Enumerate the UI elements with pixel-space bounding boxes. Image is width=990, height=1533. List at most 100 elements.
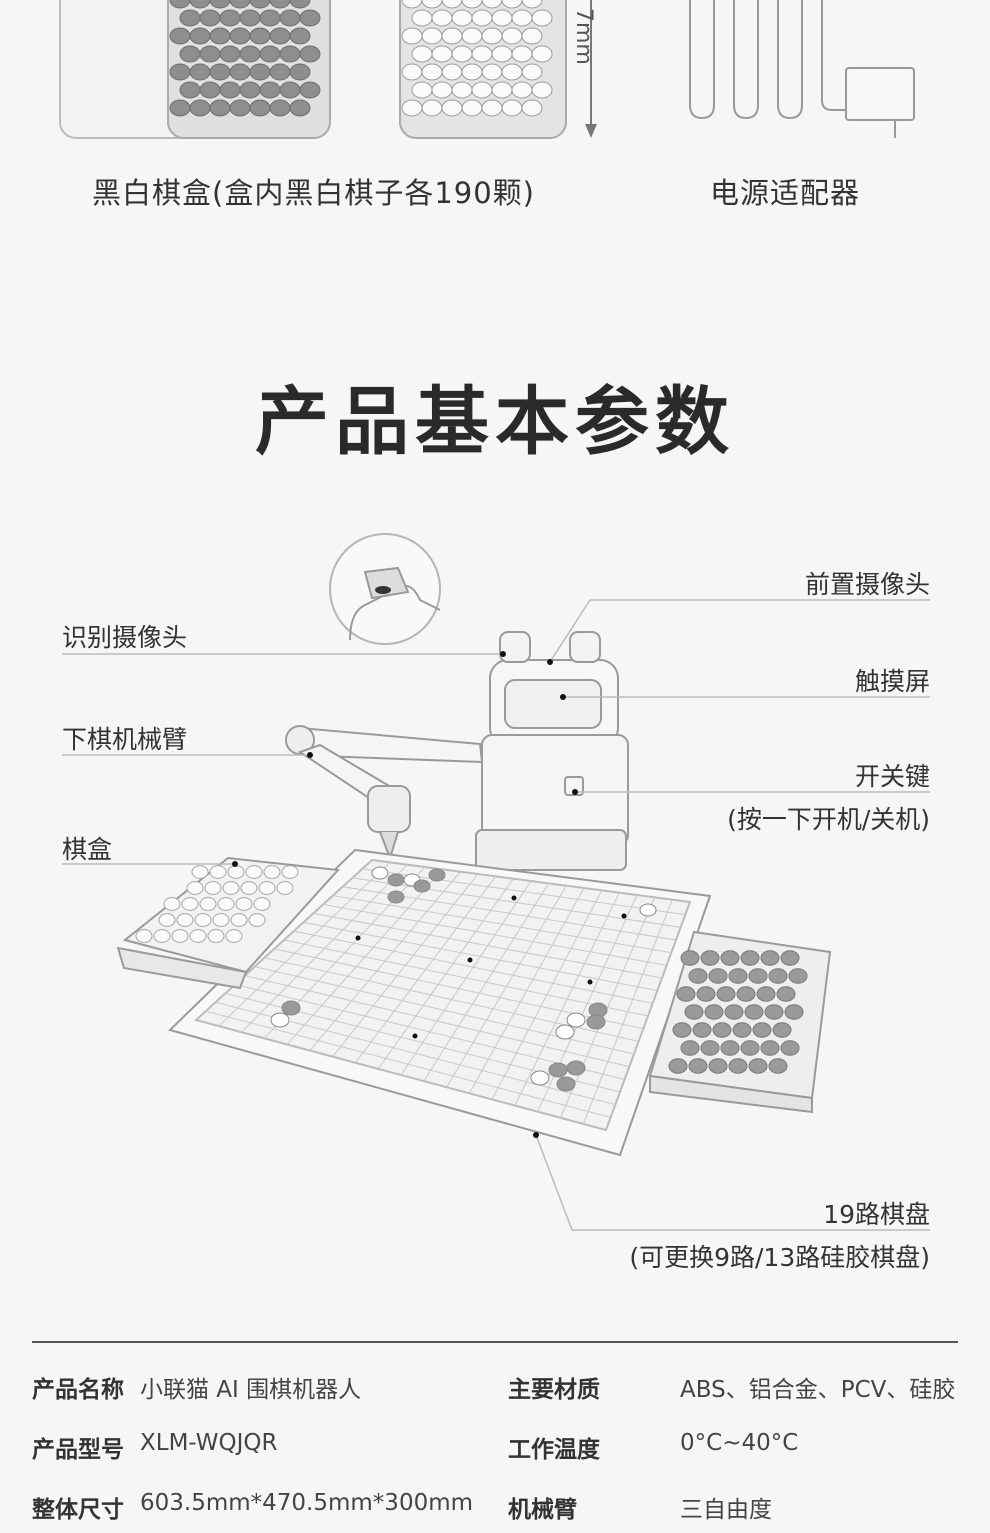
- stone: [776, 986, 796, 1002]
- stone: [299, 9, 321, 27]
- stone: [239, 81, 261, 99]
- spec-value-size: 603.5mm*470.5mm*300mm: [140, 1490, 474, 1516]
- stone: [451, 45, 473, 63]
- stone: [481, 27, 503, 45]
- stone: [688, 1058, 708, 1074]
- stone: [431, 81, 453, 99]
- stone: [461, 27, 483, 45]
- stone: [189, 929, 207, 943]
- power-adapter-image: [689, 0, 915, 138]
- stone: [153, 929, 171, 943]
- stone: [680, 1040, 700, 1056]
- stone: [217, 897, 235, 911]
- spec-key-model: 产品型号: [32, 1437, 124, 1463]
- stone: [521, 63, 543, 81]
- stone: [258, 881, 276, 895]
- stone: [421, 0, 443, 9]
- stone: [531, 45, 553, 63]
- stone: [481, 63, 503, 81]
- stone: [471, 45, 493, 63]
- stone: [229, 0, 251, 9]
- stone: [209, 99, 231, 117]
- stone: [169, 99, 191, 117]
- robot-illustration: [62, 533, 930, 1231]
- stone: [207, 929, 225, 943]
- stone: [764, 1004, 784, 1020]
- callout-stone-box: 棋盒: [62, 835, 113, 864]
- stone: [740, 950, 760, 966]
- stone: [511, 81, 533, 99]
- stone: [222, 881, 240, 895]
- spec-key-arm: 机械臂: [508, 1497, 577, 1523]
- stone: [421, 63, 443, 81]
- spec-value-arm: 三自由度: [680, 1497, 772, 1523]
- stone: [411, 9, 433, 27]
- stone: [235, 897, 253, 911]
- spec-value-model: XLM-WQJQR: [140, 1430, 278, 1456]
- stone: [431, 45, 453, 63]
- stone: [401, 27, 423, 45]
- stone: [209, 27, 231, 45]
- stone: [788, 968, 808, 984]
- stone: [411, 81, 433, 99]
- stone: [680, 950, 700, 966]
- stone: [219, 9, 241, 27]
- board-grid-line: [205, 1010, 611, 1118]
- stone: [158, 913, 176, 927]
- stone: [740, 1040, 760, 1056]
- stone: [401, 63, 423, 81]
- stone: [491, 45, 513, 63]
- stone: [289, 0, 311, 9]
- stone: [732, 1022, 752, 1038]
- stone: [501, 27, 523, 45]
- callout-touch-screen: 触摸屏: [854, 667, 930, 696]
- stone: [253, 897, 271, 911]
- stone: [780, 1040, 800, 1056]
- stone: [736, 986, 756, 1002]
- stone: [189, 0, 211, 9]
- stone: [756, 986, 776, 1002]
- stone: [239, 45, 261, 63]
- stone: [299, 81, 321, 99]
- stone: [780, 950, 800, 966]
- stone: [491, 81, 513, 99]
- callout-power-key: 开关键: [854, 762, 930, 791]
- stone: [461, 63, 483, 81]
- stone: [441, 27, 463, 45]
- board-grid-line: [559, 897, 656, 1118]
- stone: [441, 63, 463, 81]
- stone: [199, 897, 217, 911]
- stone: [501, 0, 523, 9]
- stone: [471, 81, 493, 99]
- stone: [219, 81, 241, 99]
- stone: [179, 9, 201, 27]
- stone: [521, 99, 543, 117]
- stone: [692, 1022, 712, 1038]
- stone: [471, 9, 493, 27]
- stone: [299, 45, 321, 63]
- spec-key-name: 产品名称: [32, 1377, 124, 1403]
- stone: [461, 99, 483, 117]
- stone: [688, 968, 708, 984]
- black-stone-box-image: [59, 0, 331, 139]
- stone: [676, 986, 696, 1002]
- stone: [179, 45, 201, 63]
- stone: [276, 881, 294, 895]
- stone: [269, 27, 291, 45]
- stone: [748, 1058, 768, 1074]
- stone: [784, 1004, 804, 1020]
- stone: [708, 1058, 728, 1074]
- spec-key-material: 主要材质: [508, 1377, 600, 1403]
- stone: [169, 63, 191, 81]
- callout-power-key-note: (按一下开机/关机): [727, 805, 930, 834]
- stone: [229, 63, 251, 81]
- stone: [269, 99, 291, 117]
- stone: [189, 63, 211, 81]
- stone: [411, 45, 433, 63]
- board-grid-line: [582, 899, 673, 1125]
- stone: [289, 27, 311, 45]
- stone: [163, 897, 181, 911]
- stone: [481, 0, 503, 9]
- stone: [461, 0, 483, 9]
- stone: [431, 9, 453, 27]
